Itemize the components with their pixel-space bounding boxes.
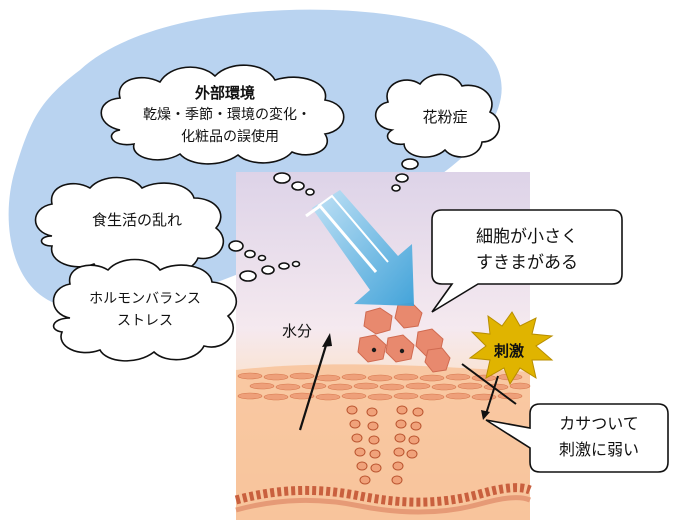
stratum-corneum-rows	[237, 372, 531, 401]
pollen-label: 花粉症	[422, 108, 468, 126]
stimulus-starburst-icon	[468, 311, 554, 386]
cells-callout-line2: すきまがある	[476, 253, 578, 273]
cloud-pollen	[374, 73, 501, 158]
dry-callout-line1: カサついて	[559, 414, 639, 433]
diet-label: 食生活の乱れ	[91, 211, 182, 229]
small-cells-cluster	[357, 302, 451, 373]
moisture-label: 水分	[282, 322, 313, 340]
cloud-hormone	[52, 258, 238, 362]
moisture-arrow	[298, 333, 332, 431]
cloud-external	[100, 64, 345, 165]
dermis-layer	[236, 364, 530, 520]
external-environment-line1: 乾燥・季節・環境の変化・	[143, 107, 311, 123]
external-environment-title: 外部環境	[194, 84, 255, 102]
external-environment-line2: 化粧品の誤使用	[181, 129, 279, 145]
hormone-label-line1: ホルモンバランス	[89, 291, 201, 307]
external-factor-arrow	[305, 190, 414, 306]
basal-layer	[234, 483, 532, 507]
stimulus-arrows	[461, 363, 517, 415]
follicle-cells	[346, 405, 424, 485]
stimulus-arrowhead	[481, 410, 490, 420]
thought-clouds	[34, 64, 501, 362]
stress-label: ストレス	[117, 313, 173, 329]
basal-layer-lower	[235, 495, 531, 515]
dry-callout-line2: 刺激に弱い	[558, 440, 639, 459]
callout-cells	[431, 209, 623, 313]
cell-nuclei	[371, 347, 405, 354]
stimulus-label: 刺激	[494, 342, 525, 360]
cells-callout-line1: 細胞が小さく	[476, 227, 578, 247]
callout-dry	[485, 403, 669, 473]
